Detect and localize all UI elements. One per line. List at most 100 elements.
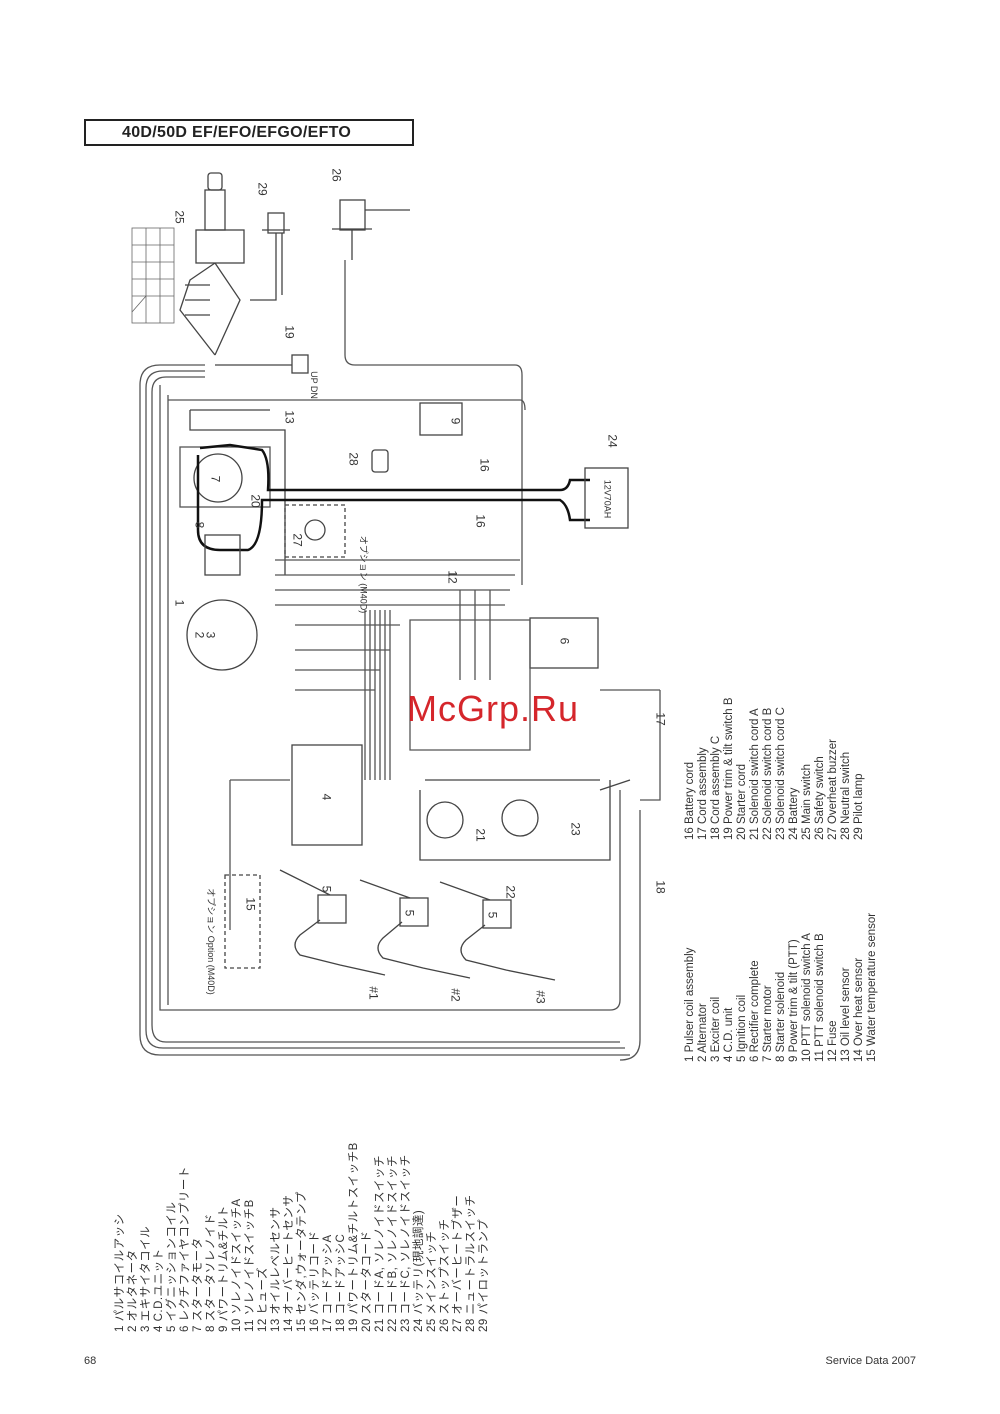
callout-16b: 16: [473, 514, 488, 528]
legend-item: 19 パワートリム&チルトスイッチB: [348, 1142, 360, 1332]
legend-item: 29 パイロットランプ: [478, 1218, 490, 1332]
legend-item: 21 コードA, ソレノイドスイッチ: [374, 1154, 386, 1332]
legend-item: 24 バッテリ(現地調達): [413, 1209, 425, 1332]
legend-item: 17 Cord assembly: [697, 747, 709, 840]
neutral-switch-28: [371, 449, 389, 473]
legend-item: 22 コードB, ソレノイドスイッチ: [387, 1154, 399, 1332]
publication-name: Service Data 2007: [825, 1355, 917, 1367]
callout-19: 19: [282, 325, 297, 339]
ptt-switch-label: UP DN: [308, 371, 319, 399]
callout-16a: 16: [477, 458, 492, 472]
callout-15: 15: [243, 897, 258, 911]
legend-item: 3 エキサイタコイル: [140, 1225, 152, 1332]
legend-item: 23 コードC, ソレノイドスイッチ: [400, 1154, 412, 1332]
legend-item: 10 PTT solenoid switch A: [801, 933, 813, 1062]
legend-item: 18 Cord assembly C: [710, 735, 722, 840]
callout-17: 17: [653, 712, 668, 726]
legend-item: 5 イグニッションコイル: [166, 1201, 178, 1332]
legend-item: 27 オーバーヒートブザー: [452, 1194, 464, 1332]
callout-27: 27: [290, 533, 305, 547]
power-trim-tilt-9: [419, 402, 463, 436]
watermark: McGrp.Ru: [407, 688, 580, 729]
legend-item: 4 C.D. unit: [723, 1007, 735, 1062]
callout-6: 6: [557, 637, 572, 645]
legend-item: 4 C.D.ユニット: [153, 1248, 165, 1332]
callout-1: 1: [172, 599, 187, 607]
cylinder-1-label: #1: [366, 986, 381, 1000]
legend-item: 1 パルサコイルアッシ: [114, 1213, 126, 1332]
cylinder-3-label: #3: [533, 990, 548, 1004]
legend-item: 13 Oil level sensor: [840, 967, 852, 1062]
legend-item: 26 Safety switch: [814, 756, 826, 840]
legend-item: 11 ソレノイドスイッチB: [244, 1199, 256, 1332]
legend-item: 1 Pulser coil assembly: [684, 947, 696, 1062]
battery-24: [584, 467, 629, 529]
option-box-15: [224, 874, 261, 969]
callout-13: 13: [282, 410, 297, 424]
callout-3: 3: [203, 631, 218, 639]
callout-22: 22: [503, 885, 518, 899]
cylinder-2-label: #2: [448, 988, 463, 1002]
starter-solenoid-8: [204, 534, 241, 576]
legend-item: 8 Starter solenoid: [775, 971, 787, 1062]
legend-item: 26 ストップスイッチ: [439, 1218, 451, 1333]
solenoid-switch-21: [426, 801, 464, 839]
legend-item: 14 オーバーヒートセンサ: [283, 1194, 295, 1332]
page-title: 40D/50D EF/EFO/EFGO/EFTO: [84, 119, 414, 146]
callout-29: 29: [255, 182, 270, 196]
legend-item: 7 Starter motor: [762, 985, 774, 1062]
legend-item: 15 センダ,ウォータテンプ: [296, 1191, 308, 1332]
legend-item: 17 コードアッシA: [322, 1234, 334, 1332]
legend-item: 22 Solenoid switch cord B: [762, 707, 774, 840]
safety-switch-26: [332, 199, 410, 260]
legend-item: 21 Solenoid switch cord A: [749, 708, 761, 840]
callout-21: 21: [473, 828, 488, 842]
legend-item: 6 Rectifier complete: [749, 960, 761, 1062]
legend-item: 10 ソレノイドスイッチA: [231, 1198, 243, 1332]
legend-item: 28 Neutral switch: [840, 751, 852, 840]
legend-item: 29 Pilot lamp: [853, 773, 865, 840]
legend-item: 18 コードアッシC: [335, 1233, 347, 1332]
ptt-switch-19: [291, 354, 309, 374]
starter-motor-7: [193, 453, 243, 503]
option-label-27: オプション (M40D): [358, 535, 369, 614]
legend-item: 2 オルタネータ: [127, 1249, 139, 1332]
option-label: オプション Option (M40D): [205, 888, 216, 995]
alternator-2: [186, 599, 258, 671]
battery-cord-16: [196, 443, 590, 552]
oil-level-sensor-13: [189, 409, 286, 575]
legend-item: 11 PTT solenoid switch B: [814, 933, 826, 1062]
legend-item: 16 Battery cord: [684, 762, 696, 840]
callout-5a: 5: [319, 885, 334, 893]
connector-bundle: [275, 559, 531, 780]
callout-9: 9: [448, 417, 463, 425]
battery-label: 12V70AH: [602, 479, 613, 519]
legend-item: 25 メインスイッチ: [426, 1230, 438, 1332]
callout-4: 4: [319, 793, 334, 801]
callout-7: 7: [208, 475, 223, 483]
switch-position-table: [131, 227, 175, 324]
legend-item: 3 Exciter coil: [710, 996, 722, 1062]
legend-item: 13 オイルレベルセンサ: [270, 1206, 282, 1333]
option-box-27: [284, 504, 346, 558]
legend-item: 8 スタータソレノイド: [205, 1213, 217, 1332]
page-number: 68: [84, 1355, 97, 1367]
callout-23: 23: [568, 822, 583, 836]
legend-item: 15 Water temperature sensor: [866, 912, 878, 1062]
legend-item: 6 レクチファイヤコンプリート: [179, 1166, 191, 1332]
callout-18: 18: [653, 880, 668, 894]
pilot-lamp-29: [250, 212, 290, 301]
legend-item: 24 Battery: [788, 787, 800, 840]
legend-item: 23 Solenoid switch cord C: [775, 707, 787, 840]
callout-8: 8: [192, 521, 207, 529]
legend-item: 9 パワートリム&チルト: [218, 1205, 230, 1332]
legend-item: 9 Power trim & tilt (PTT): [788, 939, 800, 1062]
callout-5b: 5: [402, 909, 417, 917]
callout-5c: 5: [485, 911, 500, 919]
callout-24: 24: [605, 434, 620, 448]
legend-japanese: 1 パルサコイルアッシ 2 オルタネータ 3 エキサイタコイル 4 C.D.ユニ…: [114, 1142, 491, 1332]
legend-item: 20 Starter cord: [736, 763, 748, 840]
outer-harness: [139, 260, 661, 1061]
callout-20: 20: [248, 494, 263, 508]
